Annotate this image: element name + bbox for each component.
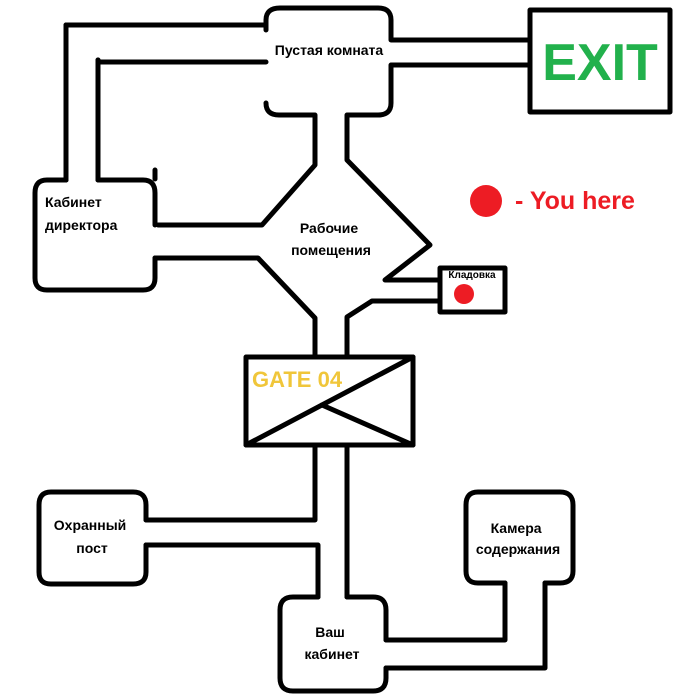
containment-cell-label: Камера содержания: [476, 520, 560, 557]
work-area-lower-walls: [152, 255, 443, 360]
exit-box: [527, 7, 673, 115]
gate-04-label: GATE 04: [252, 367, 343, 392]
exit-label: EXIT: [542, 34, 658, 92]
storage-room: [437, 265, 508, 315]
gate-04-diagonal-b: [319, 402, 416, 448]
gate-04-diagonal-a: [243, 354, 416, 448]
director-office-outline: [32, 177, 158, 293]
storage-label: Кладовка: [448, 270, 496, 281]
guard-post-outline: [36, 489, 149, 587]
corridor-office-to-cell: [383, 580, 548, 671]
legend-text: - You here: [515, 187, 635, 215]
containment-cell-outline: [463, 489, 576, 586]
gate-04-box: [243, 354, 416, 448]
legend-red-dot-icon: [470, 185, 502, 217]
corridor-empty-to-director: [63, 22, 101, 183]
current-location-marker: [454, 284, 474, 304]
corridor-gate-to-office: [143, 442, 350, 600]
your-office-outline: [277, 594, 389, 694]
work-area-label: Рабочие помещения: [291, 220, 371, 258]
guard-post-label: Охранный пост: [54, 517, 130, 556]
director-office-label: Кабинет директора: [45, 194, 118, 233]
empty-room-label: Пустая комната: [275, 42, 384, 58]
your-office-label: Ваш кабинет: [305, 624, 360, 662]
